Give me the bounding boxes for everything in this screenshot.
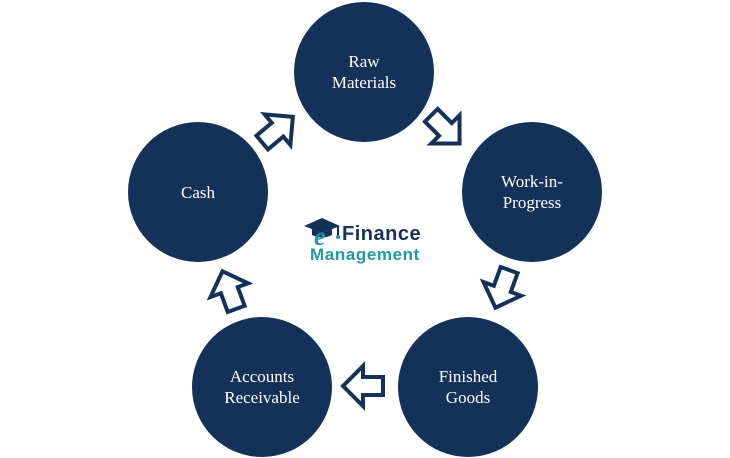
node-label-cash: Cash [181, 182, 215, 202]
node-cash: Cash [128, 122, 268, 262]
node-label-work-in-progress: Work-in- Progress [501, 172, 563, 212]
node-accounts-receivable: Accounts Receivable [192, 317, 332, 457]
arrow-raw-to-wip [417, 101, 474, 158]
node-work-in-progress: Work-in- Progress [462, 122, 602, 262]
arrow-receivable-to-cash [201, 262, 257, 318]
node-label-raw-materials: Raw Materials [331, 52, 397, 92]
logo-text-finance: Finance [342, 223, 422, 245]
graduation-cap-icon [304, 218, 340, 239]
arrow-cash-to-raw [247, 99, 308, 160]
node-label-finished-goods: Finished Goods [438, 367, 498, 407]
node-raw-materials: Raw Materials [294, 2, 434, 142]
logo-text-management: Management [310, 245, 420, 264]
logo-mark-letter: e [314, 222, 326, 251]
efinance-logo: e Finance Management [300, 216, 450, 266]
arrow-finished-to-receivable [341, 364, 385, 408]
node-finished-goods: Finished Goods [398, 317, 538, 457]
node-label-accounts-receivable: Accounts Receivable [224, 367, 300, 407]
arrow-wip-to-finished [474, 261, 530, 317]
